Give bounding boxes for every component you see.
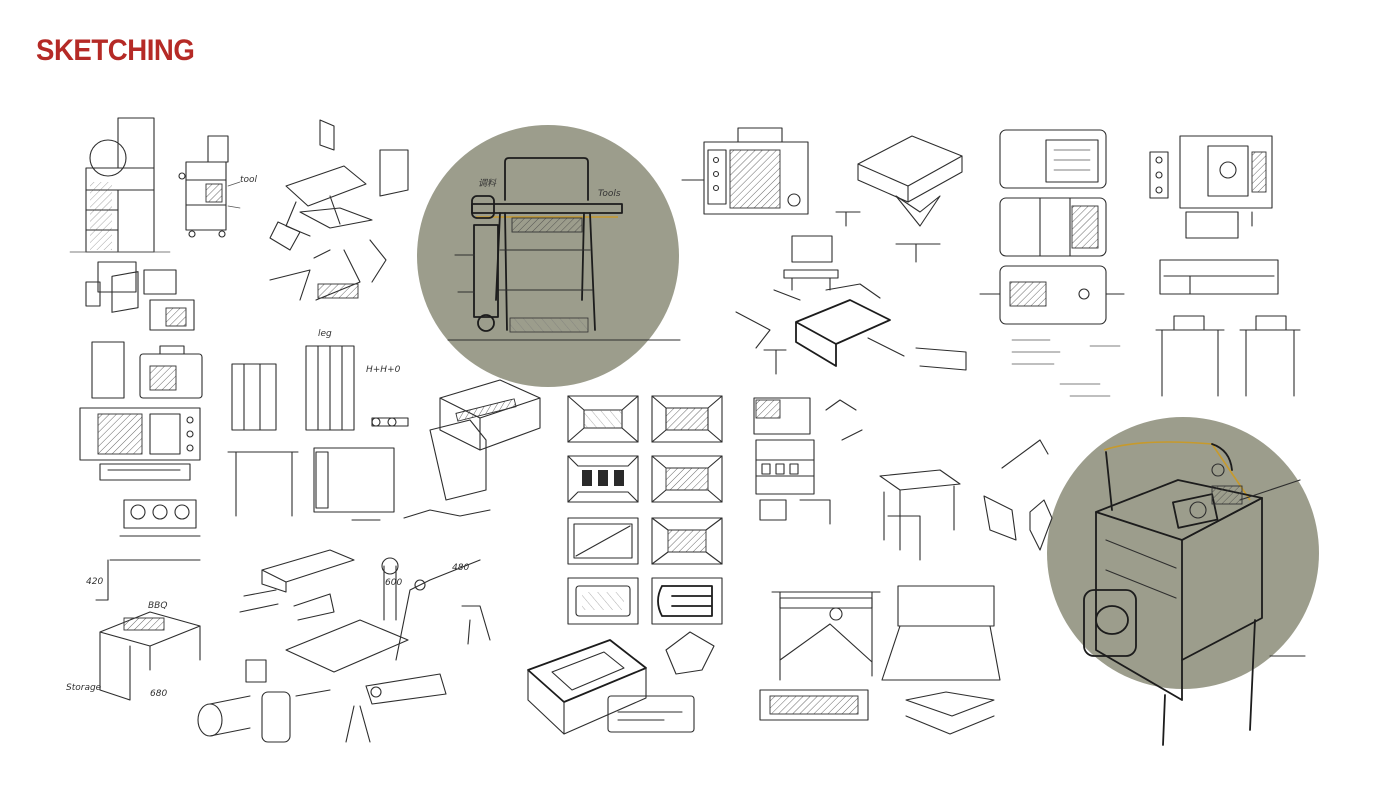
bbq-note: BBQ [148,601,167,611]
cabinet-sketch [69,117,186,253]
suitcase-sketches [91,341,203,399]
tool-note: tool [240,175,258,185]
dim-600-note: 600 [385,578,402,588]
hinge-detail-sketches: 480 600 [239,549,491,673]
mechanism-sketches [735,211,967,375]
slab-sketch [857,135,963,263]
shelf-elevation-sketches [1155,259,1301,397]
tray-variant-2 [651,395,723,443]
bbq-table-sketch: BBQ Storage 680 [66,601,201,701]
table-perspective-sketches [879,439,1053,561]
tools-note: Tools [598,189,621,199]
storage-unit-elevations [979,129,1125,325]
tray-variant-3 [567,455,639,503]
frame-elevation-sketches [227,447,491,521]
box-tray-3d-sketch [429,379,541,501]
tray-variants-grid [567,395,723,625]
leg-note: leg [318,329,332,339]
tray-variant-1 [567,395,639,443]
frame-front-sketches [759,585,1001,735]
folding-table-sketch [269,119,409,301]
dim-680-note: 680 [150,689,167,699]
shelving-front-sketch [753,397,863,525]
dim-420-note: 420 [86,577,103,587]
open-lid-cart-highlight-sketch [1047,417,1319,746]
handwritten-notes-block [1011,339,1121,397]
tray-variant-6 [651,517,723,565]
oven-sketch [79,407,201,481]
tray-variant-5 [567,517,639,565]
leg-elevation-sketches: leg H+H+0 [231,329,409,431]
trolley-sketch: tool [185,135,258,238]
storage-note: Storage [66,683,102,693]
hhh-note: H+H+0 [366,365,401,375]
cylinder-detail-sketches [197,659,447,743]
tray-variant-8 [651,577,723,625]
tray-variant-7 [567,577,639,625]
front-panel-sketch [681,127,809,215]
tray-variant-4 [651,455,723,503]
small-box-sketches [85,261,195,331]
three-hole-tray-sketch: 420 [86,499,201,601]
svg-text:调料: 调料 [478,178,497,189]
top-view-sketches [1149,135,1273,239]
grill-cart-highlight-sketch: 调料 Tools [417,125,681,387]
page-title: SKETCHING [36,34,195,67]
tray-perspective-sketches [527,631,715,735]
dim-480-note: 480 [452,563,469,573]
